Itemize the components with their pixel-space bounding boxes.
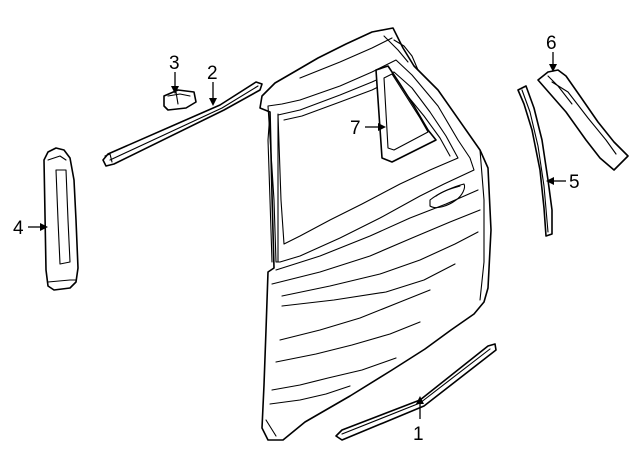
leader-3 <box>171 72 179 94</box>
part-2-belt-molding <box>102 81 263 167</box>
callout-3: 3 <box>169 53 180 74</box>
callout-2: 2 <box>207 63 218 84</box>
callout-4: 4 <box>13 218 24 239</box>
callout-5: 5 <box>569 172 580 193</box>
leader-2 <box>209 82 217 106</box>
callout-7: 7 <box>350 118 361 139</box>
part-6-rear-applique <box>537 69 629 171</box>
callout-6: 6 <box>546 33 557 54</box>
callout-1: 1 <box>413 424 424 445</box>
part-7-quarter-glass <box>375 65 437 163</box>
part-4-pillar-applique <box>43 147 79 291</box>
leader-7 <box>365 123 386 131</box>
part-5-pillar-trim <box>517 85 553 237</box>
leader-6 <box>549 52 557 72</box>
leader-5 <box>546 177 566 185</box>
part-3-clip <box>163 89 197 111</box>
leader-1 <box>416 396 424 419</box>
leader-4 <box>28 223 48 231</box>
